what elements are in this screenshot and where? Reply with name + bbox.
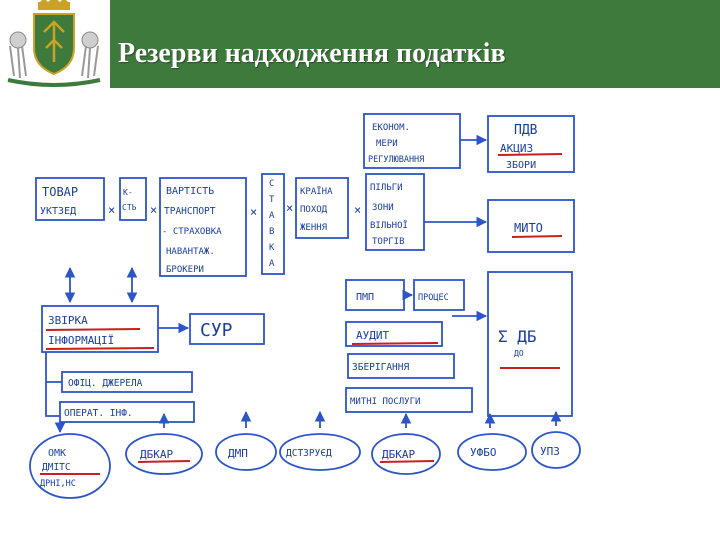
label-bottom-0: ДБКАР — [140, 448, 173, 461]
bracket-sources — [45, 352, 62, 417]
coat-of-arms — [0, 0, 108, 88]
label-pilgy-2: ВІЛЬНОЇ — [370, 220, 408, 231]
label-kil-1: СТЬ — [122, 203, 137, 212]
label-ekonom-0: ЕКОНОМ. — [372, 123, 410, 133]
label-stavka-4: К — [269, 243, 275, 253]
label-zvirka-0: ЗВІРКА — [48, 314, 88, 327]
label-vartist-0: ВАРТІСТЬ — [166, 186, 214, 197]
box-pdv — [487, 115, 575, 173]
ellipse-dmp — [215, 433, 277, 471]
underline-aktsyz — [497, 153, 563, 156]
label-omk-1: ДМІТС — [42, 462, 71, 473]
label-sur: СУР — [200, 320, 233, 341]
label-kraina-2: ЖЕННЯ — [300, 223, 327, 233]
label-kraina-0: КРАЇНА — [300, 186, 333, 197]
label-stavka-0: С — [269, 179, 274, 189]
label-pdv-2: ЗБОРИ — [506, 160, 536, 171]
label-vartist-1: ТРАНСПОРТ — [164, 206, 216, 217]
label-pilgy-0: ПІЛЬГИ — [370, 183, 403, 193]
underline-informatsii — [45, 347, 155, 350]
label-ekonom-1: МЕРИ — [376, 139, 398, 149]
underline-myto — [511, 235, 563, 238]
label-kraina-1: ПОХОД — [300, 205, 328, 215]
emblem-icon — [7, 0, 101, 87]
box-zvirka — [41, 305, 159, 353]
slide-header: Резерви надходження податків — [0, 0, 720, 88]
label-stavka-1: Т — [269, 195, 275, 205]
underline-audyt — [351, 342, 439, 345]
ellipse-dbkar-2 — [371, 433, 441, 475]
label-bottom-3: ДБКАР — [382, 448, 415, 461]
label-vartist-2: - СТРАХОВКА — [162, 227, 222, 237]
times-1: × — [108, 203, 115, 217]
ellipse-dstzrued — [279, 433, 361, 471]
label-tovar-0: ТОВАР — [42, 185, 78, 199]
label-omk-2: ДРНІ,НС — [40, 479, 76, 489]
ellipse-upz — [531, 431, 581, 469]
label-kil-0: К- — [123, 188, 133, 197]
box-pilgy — [365, 173, 425, 251]
label-bottom-5: УПЗ — [540, 445, 560, 458]
label-operat: ОПЕРАТ. ІНФ. — [64, 408, 133, 419]
box-pmp — [345, 279, 405, 311]
box-vartist — [159, 177, 247, 277]
label-pilgy-3: ТОРГІВ — [372, 237, 405, 247]
box-operat — [59, 401, 195, 423]
ellipse-ufbo — [457, 433, 527, 471]
label-pdv-1: АКЦИЗ — [500, 142, 533, 155]
box-stavka — [261, 173, 285, 275]
label-ofits: ОФІЦ. ДЖЕРЕЛА — [68, 378, 143, 389]
times-3: × — [250, 205, 257, 219]
underline-dbkar-1 — [137, 460, 191, 463]
label-pilgy-1: ЗОНИ — [372, 203, 394, 213]
slide-title: Резерви надходження податків — [118, 38, 506, 69]
label-pmp: ПМП — [356, 292, 374, 303]
underline-zvirka — [45, 328, 141, 331]
box-ekonom — [363, 113, 461, 169]
box-myt-posl — [345, 387, 473, 413]
label-myt-posl: МИТНІ ПОСЛУГИ — [350, 397, 420, 407]
label-omk-0: ОМК — [48, 448, 66, 459]
label-sum: Σ ДБ — [498, 327, 537, 346]
box-kilkist — [119, 177, 147, 221]
label-stavka-3: В — [269, 227, 274, 237]
label-zberigannya: ЗБЕРІГАННЯ — [352, 362, 409, 373]
underline-dbkar-2 — [379, 460, 435, 463]
box-audyt — [345, 321, 443, 347]
times-5: × — [354, 203, 361, 217]
label-ekonom-2: РЕГУЛЮВАННЯ — [368, 155, 424, 165]
label-stavka-2: А — [269, 211, 275, 221]
box-kraina — [295, 177, 349, 239]
box-zberigannya — [347, 353, 455, 379]
label-vartist-4: БРОКЕРИ — [166, 265, 204, 275]
ellipse-omk — [29, 433, 111, 499]
label-bottom-2: ДСТЗРУЄД — [286, 448, 332, 459]
label-sum-sub: ДО — [514, 349, 524, 358]
box-myto — [487, 199, 575, 253]
times-2: × — [150, 203, 157, 217]
label-myto: МИТО — [514, 221, 543, 235]
box-sur — [189, 313, 265, 345]
label-pdv-0: ПДВ — [514, 123, 538, 138]
box-protses — [413, 279, 465, 311]
label-bottom-4: УФБО — [470, 446, 497, 459]
times-4: × — [286, 201, 293, 215]
label-vartist-3: НАВАНТАЖ. — [166, 247, 215, 257]
label-tovar-1: УКТЗЕД — [40, 206, 76, 217]
label-zvirka-1: ІНФОРМАЦІЇ — [48, 334, 114, 347]
label-bottom-1: ДМП — [228, 447, 248, 460]
box-sum — [487, 271, 573, 417]
label-audyt: АУДИТ — [356, 329, 389, 342]
title-bar: Резерви надходження податків — [110, 0, 720, 88]
ellipse-dbkar-1 — [125, 433, 203, 475]
box-tovar — [35, 177, 105, 221]
label-protses: ПРОЦЕС — [418, 293, 449, 303]
label-stavka-5: А — [269, 259, 275, 269]
